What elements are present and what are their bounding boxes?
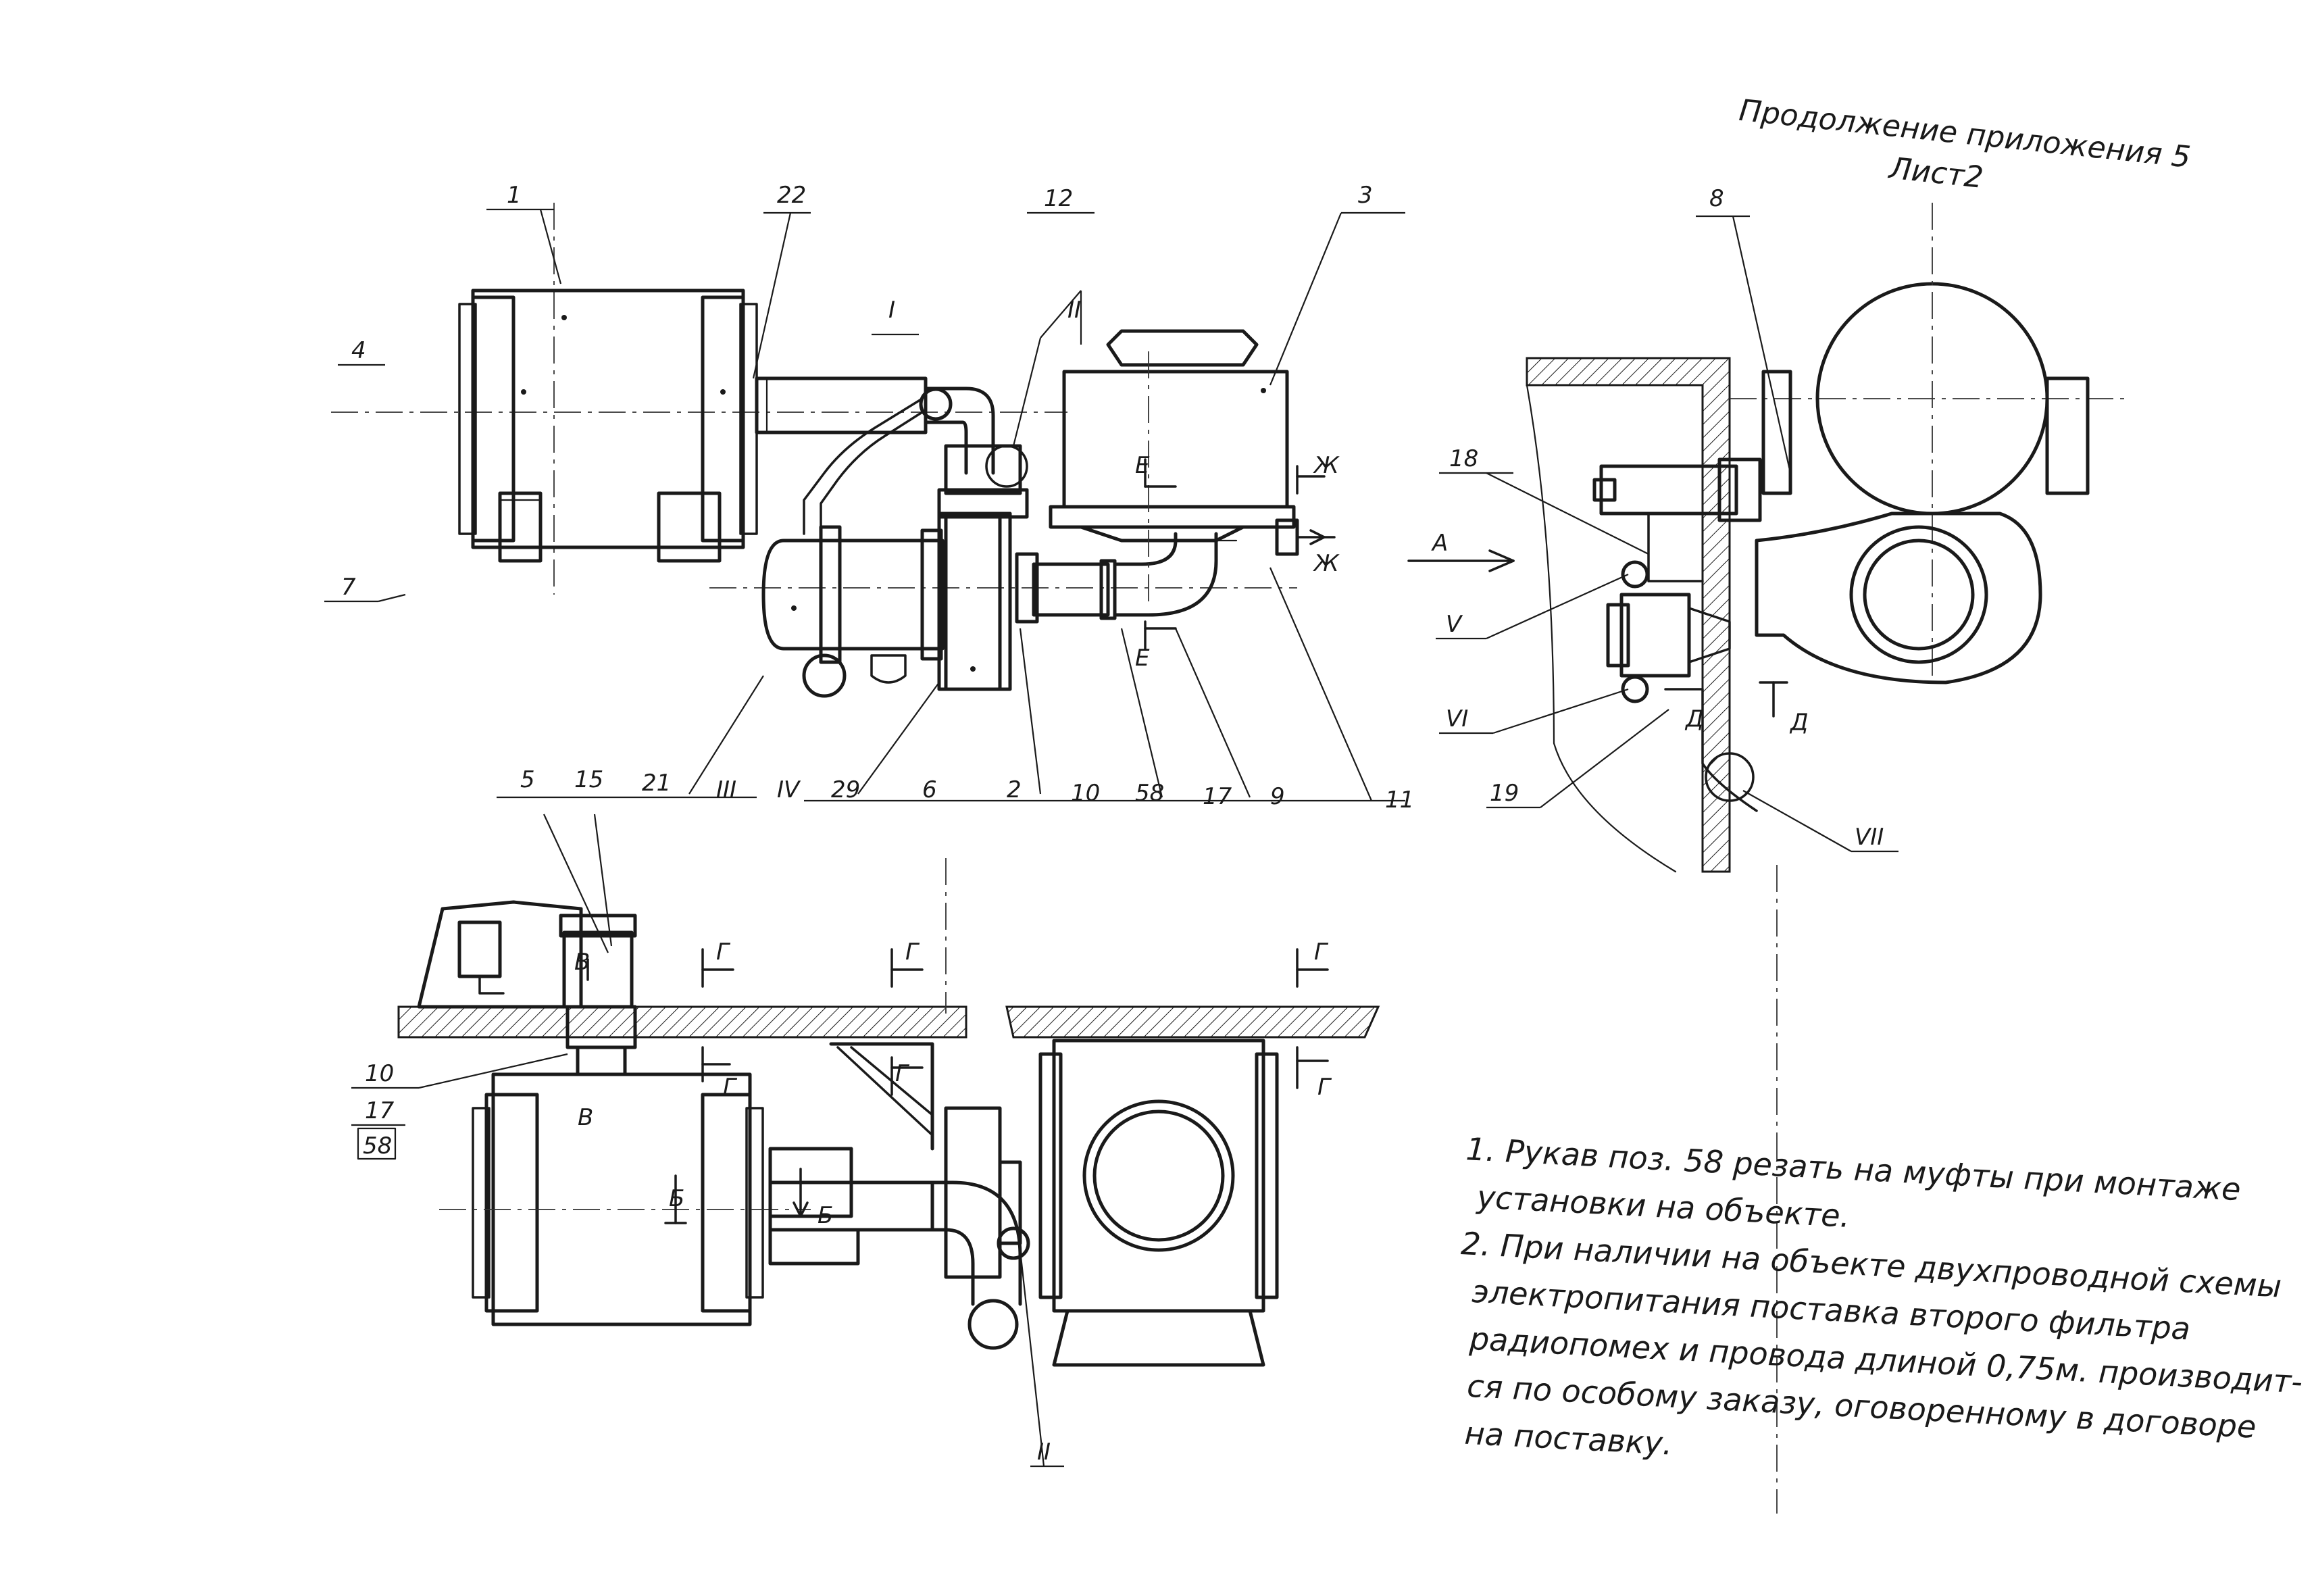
label-pos-3: 3 bbox=[1358, 182, 1373, 209]
section-markers-bottom: Г Г Г Г Г Г bbox=[701, 939, 1332, 1101]
note-1-line-2: установки на объекте. bbox=[1475, 1178, 1851, 1235]
position-labels-top: 1 22 12 3 4 7 5 15 21 29 6 2 10 58 17 9 … bbox=[324, 182, 1414, 814]
view-VII-label: VII bbox=[1855, 824, 1884, 851]
label-pos-58: 58 bbox=[1135, 780, 1164, 807]
section-G-label-5: Г bbox=[895, 1060, 910, 1087]
leaders-top bbox=[486, 208, 1405, 801]
view-A-label: А bbox=[1431, 530, 1448, 557]
section-G-label-1: Г bbox=[716, 939, 731, 966]
outlet-hose bbox=[1015, 532, 1238, 624]
label-bottom-58: 58 bbox=[363, 1132, 392, 1159]
label-pos-29: 29 bbox=[831, 776, 860, 803]
blower-unit bbox=[937, 444, 1029, 691]
label-pos-17: 17 bbox=[1203, 783, 1232, 810]
filter-cylinder-1 bbox=[458, 289, 758, 563]
view-V-label: V bbox=[1446, 611, 1463, 638]
section-G-label-6: Г bbox=[1317, 1074, 1332, 1101]
label-pos-18: 18 bbox=[1449, 445, 1478, 472]
section-V-label-2: В bbox=[578, 1104, 593, 1131]
side-view-A: Д Д 8 18 19 V VI VII bbox=[1436, 185, 2128, 873]
note-2-line-5: на поставку. bbox=[1463, 1415, 1674, 1462]
connection-pipe bbox=[755, 376, 995, 475]
section-V-label-1: В bbox=[574, 949, 590, 976]
label-pos-2: 2 bbox=[1007, 776, 1022, 803]
label-pos-10: 10 bbox=[1071, 780, 1100, 807]
label-pos-12: 12 bbox=[1044, 185, 1073, 212]
section-E-label-1: Е bbox=[1135, 452, 1150, 479]
drawing-notes: 1. Рукав поз. 58 резать на муфты при мон… bbox=[1460, 1130, 2303, 1462]
section-B-label-2: Б bbox=[818, 1202, 833, 1229]
section-E-label-2: Е bbox=[1135, 645, 1150, 672]
section-Zh-label-2: Ж bbox=[1313, 550, 1340, 577]
electric-motor bbox=[761, 525, 945, 698]
heater-cabinet-3 bbox=[1049, 329, 1299, 608]
label-bottom-10: 10 bbox=[365, 1060, 394, 1087]
label-pos-9: 9 bbox=[1270, 783, 1285, 810]
bottom-view: Г Г Г Г Г Г Б Б В В 10 17 58 II bbox=[351, 814, 1380, 1468]
label-pos-22: 22 bbox=[777, 182, 806, 209]
section-G-label-2: Г bbox=[905, 939, 920, 966]
view-numerals-top: I II III IV bbox=[716, 297, 1081, 803]
label-pos-4: 4 bbox=[351, 337, 366, 364]
section-G-label-4: Г bbox=[723, 1074, 738, 1101]
section-markers-top: Е Е Ж Ж bbox=[1135, 452, 1340, 672]
label-pos-7: 7 bbox=[341, 574, 356, 601]
section-G-label-3: Г bbox=[1314, 939, 1329, 966]
view-arrow-A: А bbox=[1407, 530, 1515, 572]
view-IV-label: IV bbox=[777, 776, 801, 803]
label-pos-15: 15 bbox=[574, 766, 603, 793]
top-view: Е Е Ж Ж А 1 bbox=[324, 182, 1515, 814]
label-pos-1: 1 bbox=[507, 182, 522, 209]
section-D-label-2: Д bbox=[1789, 709, 1809, 736]
label-pos-19: 19 bbox=[1490, 780, 1519, 807]
section-D-label-1: Д bbox=[1684, 705, 1704, 732]
label-pos-5: 5 bbox=[520, 766, 535, 793]
view-II-label: II bbox=[1067, 297, 1081, 324]
section-Zh-label-1: Ж bbox=[1313, 452, 1340, 479]
header-line-2: Лист2 bbox=[1886, 151, 1985, 195]
label-bottom-17: 17 bbox=[365, 1097, 395, 1124]
sheet-header: Продолжение приложения 5 Лист2 bbox=[1738, 93, 2192, 195]
label-pos-8: 8 bbox=[1709, 185, 1724, 212]
view-I-label: I bbox=[888, 297, 895, 324]
view-VI-label: VI bbox=[1446, 705, 1468, 732]
view-II-label-bottom: II bbox=[1037, 1439, 1051, 1466]
label-pos-21: 21 bbox=[642, 770, 671, 797]
label-pos-6: 6 bbox=[922, 776, 937, 803]
view-III-label: III bbox=[716, 776, 736, 803]
section-B-label-1: Б bbox=[669, 1185, 684, 1212]
